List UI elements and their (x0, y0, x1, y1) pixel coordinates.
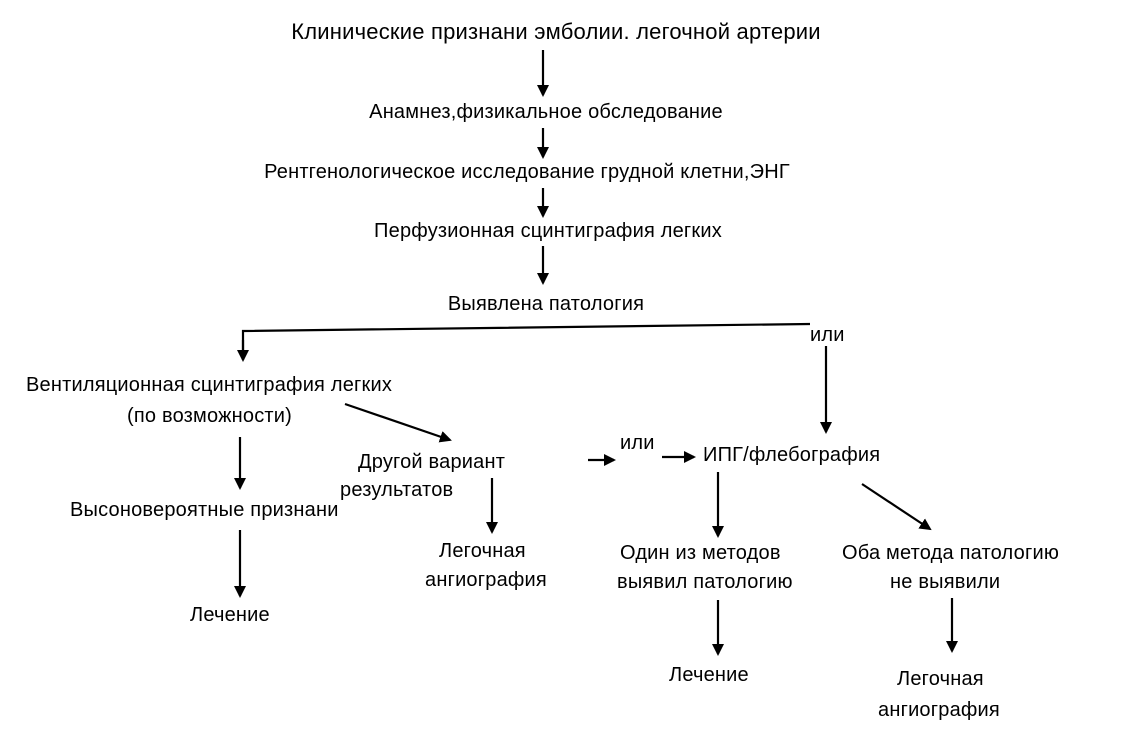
node-perfusion: Перфузионная сцинтиграфия легких (374, 220, 722, 242)
node-angio-right-line2: ангиография (878, 699, 1000, 721)
node-ventilation-line1: Вентиляционная сцинтиграфия легких (26, 374, 393, 396)
node-ipg: ИПГ/флебография (703, 444, 881, 466)
branch-line (241, 322, 811, 359)
node-angio-right-line1: Легочная (897, 668, 984, 690)
arrow-ipg-to-both-methods (861, 483, 932, 531)
node-ventilation-line2: (по возможности) (127, 405, 293, 427)
node-both-methods-line2: не выявили (890, 571, 1001, 593)
node-angio-mid-line1: Легочная (439, 540, 526, 562)
connector-or-middle: или (620, 432, 655, 454)
node-pathology-found: Выявлена патология (447, 293, 645, 315)
node-both-methods-line1: Оба метода патологию (842, 542, 1060, 564)
node-other-variant-line2: результатов (340, 479, 454, 501)
node-high-probability: Высоновероятные признани (70, 499, 339, 521)
node-angio-mid-line2: ангиография (425, 569, 547, 591)
node-one-method-line1: Один из методов (620, 542, 781, 564)
node-other-variant-line1: Другой вариант (358, 451, 506, 473)
node-treatment-right: Лечение (669, 664, 749, 686)
connector-or-top: или (810, 324, 845, 346)
arrow-ventilation-to-other (344, 402, 452, 443)
node-treatment-left: Лечение (190, 604, 270, 626)
node-clinical-signs: Клинические признани эмболии. легочной а… (291, 19, 821, 44)
node-one-method-line2: выявил патологию (617, 571, 793, 593)
node-xray-ecg: Рентгенологическое исследование грудной … (264, 161, 790, 183)
node-anamnesis: Анамнез,физикальное обследование (369, 101, 723, 123)
